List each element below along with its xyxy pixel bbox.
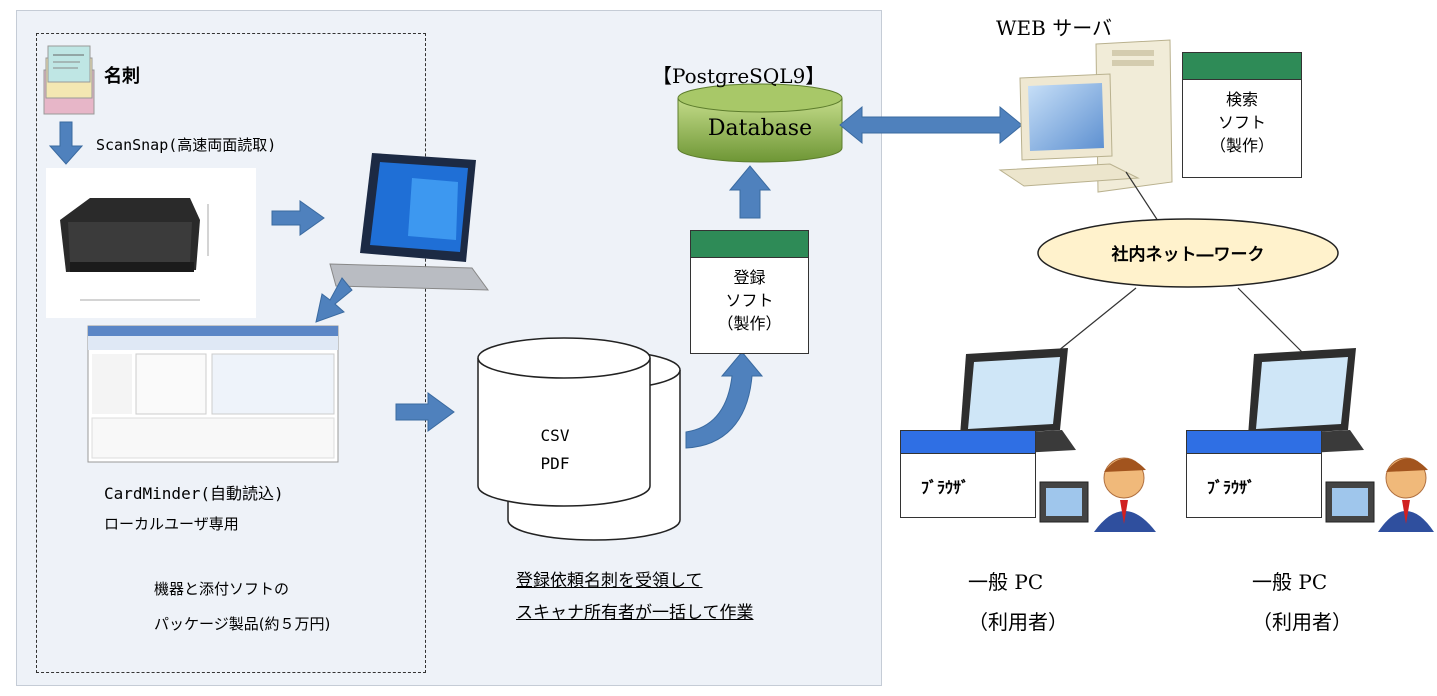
network-label: 社内ネット―ワーク [1111,245,1265,265]
package-boundary [36,33,426,673]
search-soft-line-3: （製作） [1209,136,1274,155]
search-soft-header [1183,53,1301,80]
cardminder-screenshot [87,325,339,463]
client-1-role: （利用者） [968,610,1068,634]
register-soft-header [691,231,808,258]
business-card-label: 名刺 [104,66,140,87]
register-soft-line-1: 登録 [733,268,766,287]
web-server-label: WEB サーバ [996,16,1113,40]
browser-2-label: ﾌﾞﾗｳｻﾞ [1207,478,1256,497]
server-computer-image [998,39,1173,193]
scansnap-label: ScanSnap(高速両面読取) [96,136,277,154]
laptop-image [329,153,490,291]
cardminder-sub-label: ローカルユーザ専用 [104,515,239,533]
scanner-image [46,168,256,318]
arrow-register-to-database [728,165,772,219]
arrow-laptop-to-cardminder [315,277,353,323]
register-soft-line-2: ソフト [725,291,774,310]
storage-csv: CSV [540,426,570,445]
browser-window-2: ﾌﾞﾗｳｻﾞ [1186,430,1322,518]
browser-1-label: ﾌﾞﾗｳｻﾞ [921,478,970,497]
arrow-storage-to-register [685,351,764,449]
client-pc-1-image [960,348,1156,532]
arrow-cardminder-to-storage [395,392,455,432]
client-2-role: （利用者） [1252,610,1352,634]
search-soft-box: 検索 ソフト （製作） [1182,52,1302,178]
register-soft-line-3: （製作） [717,314,782,333]
database-title: 【PostgreSQL9】 [652,64,826,88]
search-soft-line-2: ソフト [1217,113,1266,132]
client-1-name: 一般 PC [968,570,1044,594]
cardminder-label: CardMinder(自動読込) [104,484,284,503]
package-line-1: 機器と添付ソフトの [154,580,290,598]
storage-cylinders [477,337,681,541]
database-cylinder [677,83,843,163]
database-label: Database [707,116,813,141]
arrow-db-server [839,105,1023,145]
search-soft-line-1: 検索 [1225,90,1258,109]
network-ellipse [1037,218,1339,288]
arrow-card-to-scanner [48,121,84,165]
arrow-scanner-to-laptop [271,200,325,236]
workflow-line-1: 登録依頼名刺を受領して [516,571,703,591]
browser-2-titlebar [1187,431,1321,454]
register-soft-box: 登録 ソフト （製作） [690,230,809,354]
storage-label: CSV PDF [525,422,585,478]
storage-pdf: PDF [540,454,570,473]
browser-1-titlebar [901,431,1035,454]
workflow-line-2: スキャナ所有者が一括して作業 [516,603,754,623]
package-line-2: パッケージ製品(約５万円) [154,615,331,633]
client-2-name: 一般 PC [1252,570,1328,594]
business-card-image [43,45,95,115]
browser-window-1: ﾌﾞﾗｳｻﾞ [900,430,1036,518]
